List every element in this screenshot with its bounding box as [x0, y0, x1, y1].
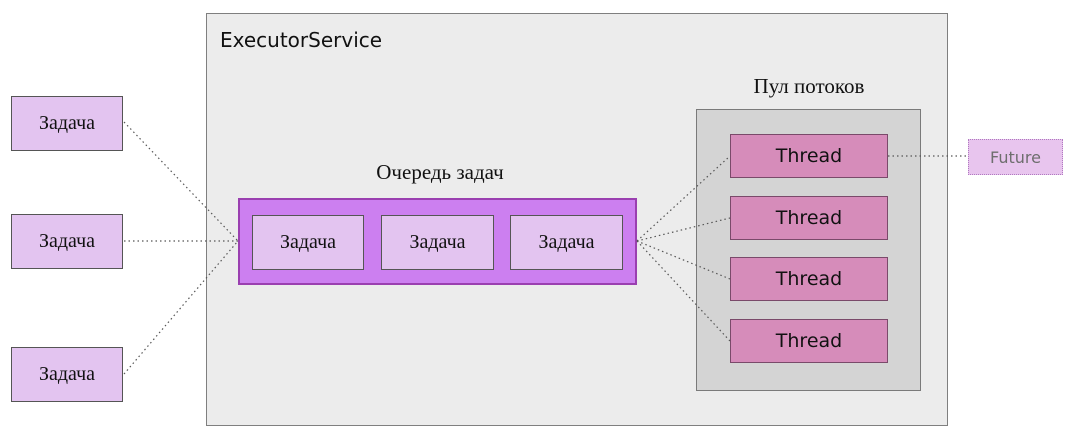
incoming-task-3: Задача — [11, 347, 123, 402]
task-queue-title: Очередь задач — [376, 160, 504, 184]
incoming-task-2: Задача — [11, 214, 123, 269]
thread-4: Thread — [730, 319, 888, 363]
thread-2: Thread — [730, 196, 888, 240]
thread-3: Thread — [730, 257, 888, 301]
queue-task-3: Задача — [510, 215, 623, 270]
queue-task-2: Задача — [381, 215, 494, 270]
executor-service-title: ExecutorService — [220, 28, 383, 52]
thread-pool-title: Пул потоков — [753, 74, 865, 98]
future-box: Future — [968, 139, 1063, 175]
incoming-task-1: Задача — [11, 96, 123, 151]
thread-1: Thread — [730, 134, 888, 178]
queue-task-1: Задача — [252, 215, 364, 270]
